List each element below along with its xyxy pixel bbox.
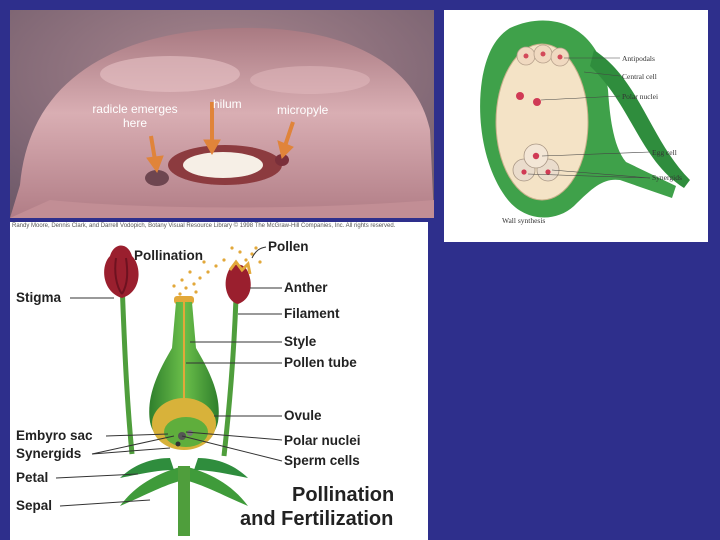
synergids-label: Synergids (16, 446, 82, 461)
flower-diagram-panel: Randy Moore, Dennis Clark, and Darrell V… (10, 222, 428, 540)
hilum-mark (183, 152, 263, 178)
sepals-and-petals (120, 458, 248, 536)
stigma-label: Stigma (16, 290, 62, 305)
diagram-title-line1: Pollination (292, 484, 395, 506)
pollen-label: Pollen (268, 239, 309, 254)
diagram-title-line2: and Fertilization (240, 508, 394, 530)
central-cell-label: Central cell (622, 72, 657, 81)
pistil (149, 296, 219, 450)
copyright-credit: Randy Moore, Dennis Clark, and Darrell V… (12, 223, 396, 229)
pollen-grains (172, 246, 262, 296)
egg-cell-label: Egg cell (652, 148, 677, 157)
sperm-cells-label: Sperm cells (284, 453, 360, 468)
micropyle-arrow (277, 121, 295, 159)
petal-label: Petal (16, 470, 49, 485)
embryo-sac-panel: Antipodals Central cell Polar nuclei Egg… (444, 10, 708, 242)
polar-nuclei-label-flower: Polar nuclei (284, 433, 361, 448)
antipodal-cells (516, 44, 570, 67)
pollination-label: Pollination (134, 248, 203, 263)
wall-synthesis-label: Wall synthesis (502, 216, 546, 225)
radicle-spot (145, 170, 169, 186)
polar-nuclei (516, 92, 541, 106)
hilum-arrow (203, 102, 221, 156)
left-stamen (104, 245, 139, 455)
embryo-sac-label: Embyro sac (16, 428, 93, 443)
style-label: Style (284, 334, 317, 349)
anther-label: Anther (284, 280, 328, 295)
micropyle-label: micropyle (277, 103, 329, 117)
sepal-label: Sepal (16, 498, 53, 513)
seed-photo-panel: radicle emerges here hilum micropyle (10, 10, 434, 218)
radicle-label: radicle emerges here (92, 102, 178, 130)
right-stamen (221, 259, 252, 457)
embryo-sac-leader-lines (527, 57, 651, 179)
radicle-arrow (146, 135, 164, 174)
synergids-label-small: Synergids (652, 173, 682, 182)
embryo-sac-illustration (480, 20, 690, 218)
hilum-label: hilum (213, 97, 242, 111)
micropyle-spot (275, 154, 289, 166)
filament-label: Filament (284, 306, 340, 321)
seed-photo-illustration (10, 10, 434, 218)
antipodals-label: Antipodals (622, 54, 655, 63)
outer-integument-fold (590, 50, 690, 188)
flower-illustration (55, 245, 283, 536)
pollen-tube-label: Pollen tube (284, 355, 357, 370)
flower-leader-lines (55, 246, 283, 507)
ovule-label: Ovule (284, 408, 322, 423)
polar-nuclei-label: Polar nuclei (622, 92, 659, 101)
